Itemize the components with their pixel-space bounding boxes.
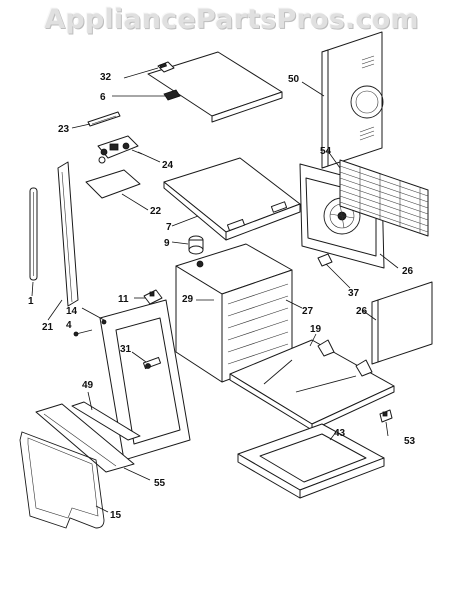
part-50-rear-panel xyxy=(321,31,384,169)
part-26-wire-shield xyxy=(339,159,429,237)
part-11-switch xyxy=(143,289,163,305)
callout-32: 32 xyxy=(100,72,112,83)
part-14-door-frame xyxy=(99,299,191,461)
callout-1: 1 xyxy=(28,296,34,307)
part-9-thermostat xyxy=(188,235,204,255)
callout-21: 21 xyxy=(42,322,54,333)
callout-29: 29 xyxy=(182,294,194,305)
part-7-duct-panel xyxy=(163,157,301,241)
part-6-top-panel xyxy=(147,51,283,123)
part-31-latch xyxy=(142,356,162,370)
part-24-control-assembly xyxy=(97,135,143,164)
callout-4: 4 xyxy=(66,320,72,331)
part-22-cover-plate xyxy=(85,169,141,199)
callout-19: 19 xyxy=(310,324,322,335)
part-27-oven-cavity xyxy=(175,243,293,383)
callout-7: 7 xyxy=(166,222,172,233)
part-43-bottom-tray xyxy=(237,423,385,499)
callout-43: 43 xyxy=(334,428,346,439)
part-37-clip xyxy=(317,253,333,267)
callout-27: 27 xyxy=(302,306,314,317)
callout-labels: 32 6 50 23 24 54 22 7 9 26 37 11 29 27 2… xyxy=(28,72,416,521)
part-15-door-gasket xyxy=(19,431,105,529)
callout-23: 23 xyxy=(58,124,70,135)
part-4-screw xyxy=(73,329,93,337)
callout-53: 53 xyxy=(404,436,416,447)
watermark-text: AppliancePartsPros.com xyxy=(44,4,419,35)
callout-15: 15 xyxy=(110,510,122,521)
callout-6: 6 xyxy=(100,92,106,103)
callout-24: 24 xyxy=(162,160,174,171)
part-26-side-panel xyxy=(371,281,433,365)
callout-50: 50 xyxy=(288,74,300,85)
part-53-clip xyxy=(379,409,393,423)
callout-22: 22 xyxy=(150,206,162,217)
part-23-bracket xyxy=(87,111,121,127)
part-32-label-plate xyxy=(157,61,181,101)
callout-55: 55 xyxy=(154,478,166,489)
callout-9: 9 xyxy=(164,238,170,249)
part-21-side-trim xyxy=(57,161,79,307)
callout-49: 49 xyxy=(82,380,94,391)
callout-26-top: 26 xyxy=(402,266,414,277)
callout-54: 54 xyxy=(320,146,332,157)
callout-11: 11 xyxy=(118,294,129,305)
part-49-door-insert xyxy=(71,401,141,441)
callout-14: 14 xyxy=(66,306,78,317)
callout-31: 31 xyxy=(120,344,132,355)
callout-26-side: 26 xyxy=(356,306,368,317)
part-55-handle-trim xyxy=(35,403,135,473)
part-1-strip xyxy=(29,187,38,281)
leader-lines xyxy=(31,67,399,513)
callout-37: 37 xyxy=(348,288,360,299)
